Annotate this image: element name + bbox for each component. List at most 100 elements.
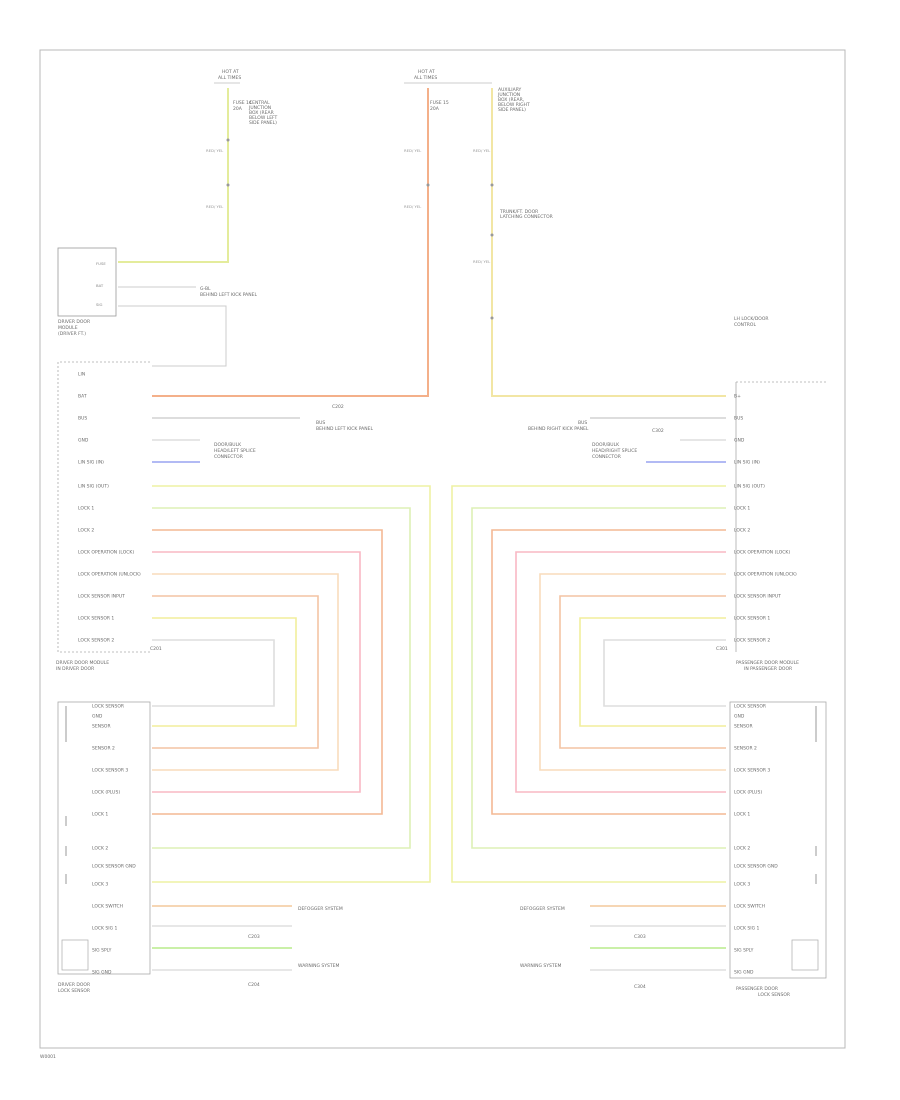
right-fuse-dot2 — [490, 183, 494, 187]
right-panel-line5: SIDE PANEL) — [498, 107, 526, 113]
left-fuse-wire2: RED/ YEL — [206, 204, 224, 209]
left-pin-label-5: LIN SIG (OUT) — [78, 484, 109, 490]
lower-left-pin-label-13: SIG GND — [92, 970, 112, 976]
right-lock-name2: LOCK SENSOR — [758, 992, 790, 998]
right-panel-line4: BELOW RIGHT — [498, 102, 530, 108]
right-pin-label-9: LOCK SENSOR INPUT — [734, 594, 781, 600]
left-fuse-amp: 20A — [233, 106, 243, 112]
left-bundle-wire-6 — [152, 617, 297, 727]
right-pin-label-8: LOCK OPERATION (UNLOCK) — [734, 572, 797, 578]
lower-right-pin-label-5: LOCK (PLUS) — [734, 790, 762, 796]
right-panel-line2: JUNCTION — [497, 92, 520, 98]
splice-left-line1: DOOR/BULK — [214, 442, 242, 448]
lower-left-pin-label-0: LOCK SENSOR — [92, 704, 124, 710]
right-bundle-wire-1 — [471, 507, 726, 849]
right-pin-label-5: LOCK 1 — [734, 506, 750, 512]
left-module-sig-wire — [118, 305, 227, 367]
left-pin-label-0: LIN — [78, 372, 85, 378]
right-fuse-hot-line1: HOT AT — [418, 69, 435, 75]
right-fuse-amp: 20A — [430, 106, 440, 112]
lower-right-pin-label-11: LOCK SIG 1 — [734, 926, 760, 932]
right-module-ref-line1: LH LOCK/DOOR — [734, 316, 769, 322]
lower-right-pin-label-9: LOCK 3 — [734, 882, 750, 888]
left-bundle-wire-0 — [152, 485, 431, 883]
right-bundle-wire-6 — [579, 617, 726, 727]
lower-left-pin-label-6: LOCK 1 — [92, 812, 108, 818]
right-fuse-orange-wire — [152, 88, 429, 397]
left-pin-label-9: LOCK OPERATION (UNLOCK) — [78, 572, 141, 578]
left-controller-name2: IN DRIVER DOOR — [56, 666, 94, 672]
left-fuse-group: HOT AT ALL TIMES FUSE 14 20A CENTRAL JUN… — [118, 69, 278, 263]
splice-right-line1: DOOR/BULK — [592, 442, 620, 448]
right-fuse-dot1 — [426, 183, 430, 187]
warning-left: WARNING SYSTEM — [298, 963, 339, 969]
right-bundle-wire-0 — [451, 485, 726, 883]
left-panel-line1: CENTRAL — [249, 100, 270, 106]
left-controller-name1: DRIVER DOOR MODULE — [56, 660, 109, 666]
left-connector-upper: C201 — [150, 646, 162, 652]
lower-right-pin-label-0: LOCK SENSOR — [734, 704, 766, 710]
defog-right: DEFOGGER SYSTEM — [520, 906, 565, 912]
lower-right-pin-label-13: SIG GND — [734, 970, 754, 976]
right-pin-label-3: LIN SIG (IN) — [734, 460, 760, 466]
lower-left-pin-label-9: LOCK 3 — [92, 882, 108, 888]
right-pin-label-2: GND — [734, 438, 745, 444]
right-bundle-wire-3 — [515, 551, 726, 793]
diagram-frame — [39, 49, 846, 1049]
left-connector-mid: C202 — [332, 404, 344, 410]
left-lock-box — [57, 701, 151, 975]
right-connector-line2: LATCHING CONNECTOR — [500, 214, 553, 220]
right-connector-door: C304 — [634, 984, 646, 990]
lower-right-pin-label-10: LOCK SWITCH — [734, 904, 765, 910]
right-module-ref-line2: CONTROL — [734, 322, 756, 328]
left-lock-name2: LOCK SENSOR — [58, 988, 90, 994]
splice-right-line2: HEAD/RIGHT SPLICE — [592, 448, 637, 454]
lower-right-pin-label-3: SENSOR 2 — [734, 746, 757, 752]
lower-left-pin-label-8: LOCK SENSOR GND — [92, 864, 136, 870]
right-fuse-panel-text: AUXILIARY JUNCTION BOX (REAR, BELOW RIGH… — [497, 87, 530, 113]
right-pin-label-7: LOCK OPERATION (LOCK) — [734, 550, 790, 556]
lower-right-pin-label-12: SIG SPLY — [734, 948, 754, 954]
left-pin-label-1: BAT — [78, 394, 87, 400]
left-fuse-panel-text: CENTRAL JUNCTION BOX (REAR BELOW LEFT SI… — [248, 100, 278, 126]
right-controller-name1: PASSENGER DOOR MODULE — [736, 660, 799, 666]
left-pin-label-6: LOCK 1 — [78, 506, 94, 512]
left-pin-label-10: LOCK SENSOR INPUT — [78, 594, 125, 600]
right-pin-label-0: B+ — [734, 394, 741, 400]
left-connector-bottom: C203 — [248, 934, 260, 940]
right-pin-label-11: LOCK SENSOR 2 — [734, 638, 770, 644]
left-module-pin2: BAT — [96, 283, 104, 288]
right-fuse-hot-line2: ALL TIMES — [414, 75, 437, 81]
right-panel-line3: BOX (REAR, — [498, 97, 524, 103]
right-fuse-wire-d: RED/ YEL — [473, 259, 491, 264]
lower-left-pin-label-5: LOCK (PLUS) — [92, 790, 120, 796]
left-small-module-box — [57, 247, 117, 317]
left-fuse-name: FUSE 14 — [233, 100, 252, 106]
left-fuse-hot-line1: HOT AT — [222, 69, 239, 75]
right-fuse-dot3 — [490, 233, 494, 237]
left-module-pin1: FUSE — [96, 261, 106, 266]
left-fuse-wire1: RED/ YEL — [206, 148, 224, 153]
left-bundle-wire-4 — [152, 573, 339, 771]
left-pin-label-2: BUS — [78, 416, 87, 422]
lower-left-pin-label-2: SENSOR — [92, 724, 111, 730]
lower-left-pin-label-11: LOCK SIG 1 — [92, 926, 118, 932]
lower-right-pin-label-2: SENSOR — [734, 724, 753, 730]
left-panel-line3: BOX (REAR — [249, 110, 274, 116]
right-controller: PASSENGER DOOR MODULE IN PASSENGER DOOR … — [716, 381, 828, 672]
left-lock-name1: DRIVER DOOR — [58, 982, 90, 988]
right-lock-box — [729, 701, 827, 979]
bus-right-line2: BEHIND RIGHT KICK PANEL — [528, 426, 589, 432]
right-fuse-yellow-wire — [491, 88, 726, 397]
right-connector-upper: C301 — [716, 646, 728, 652]
left-bundle-wire-7 — [152, 639, 275, 707]
defog-left: DEFOGGER SYSTEM — [298, 906, 343, 912]
left-bundle-wire-3 — [152, 551, 361, 793]
lower-left-pin-label-12: SIG SPLY — [92, 948, 112, 954]
left-lower-controller: DRIVER DOOR LOCK SENSOR LOCK SENSORGNDSE… — [57, 701, 343, 994]
bus-left-line2: BEHIND LEFT KICK PANEL — [316, 426, 373, 432]
bus-right-line1: BUS — [578, 420, 587, 426]
left-ground-line1: G-BL — [200, 286, 211, 292]
